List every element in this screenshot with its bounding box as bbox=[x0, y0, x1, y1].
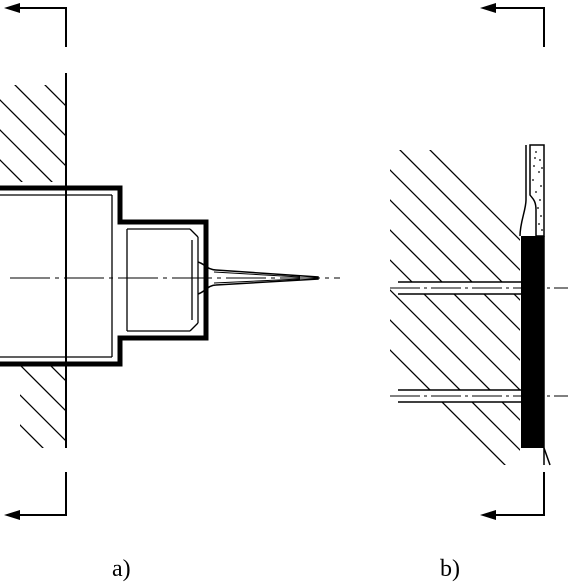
material-stipple bbox=[532, 151, 543, 231]
needle-inner-line bbox=[213, 271, 301, 278]
label-b: b) bbox=[440, 556, 460, 582]
gate-channel-wall bbox=[519, 145, 527, 237]
lower-mold-hatch bbox=[20, 365, 66, 448]
panel-b: b) bbox=[390, 3, 568, 582]
section-marker-top-right bbox=[480, 3, 545, 47]
ejector-channel-lines bbox=[398, 281, 522, 403]
upper-mold-hatch bbox=[0, 85, 66, 182]
molding-material bbox=[529, 144, 545, 237]
panel-a: a) bbox=[0, 3, 340, 582]
part-edge bbox=[543, 447, 551, 466]
section-marker-top-left bbox=[4, 3, 67, 47]
nozzle-bore bbox=[0, 194, 199, 358]
label-a: a) bbox=[112, 556, 131, 582]
mold-block-hatch bbox=[390, 150, 526, 465]
nozzle-body-outline bbox=[0, 185, 209, 367]
section-marker-bottom-right bbox=[480, 472, 545, 520]
needle-inner-line-2 bbox=[213, 278, 301, 284]
molded-part bbox=[521, 236, 544, 448]
section-marker-bottom-left bbox=[4, 472, 67, 520]
